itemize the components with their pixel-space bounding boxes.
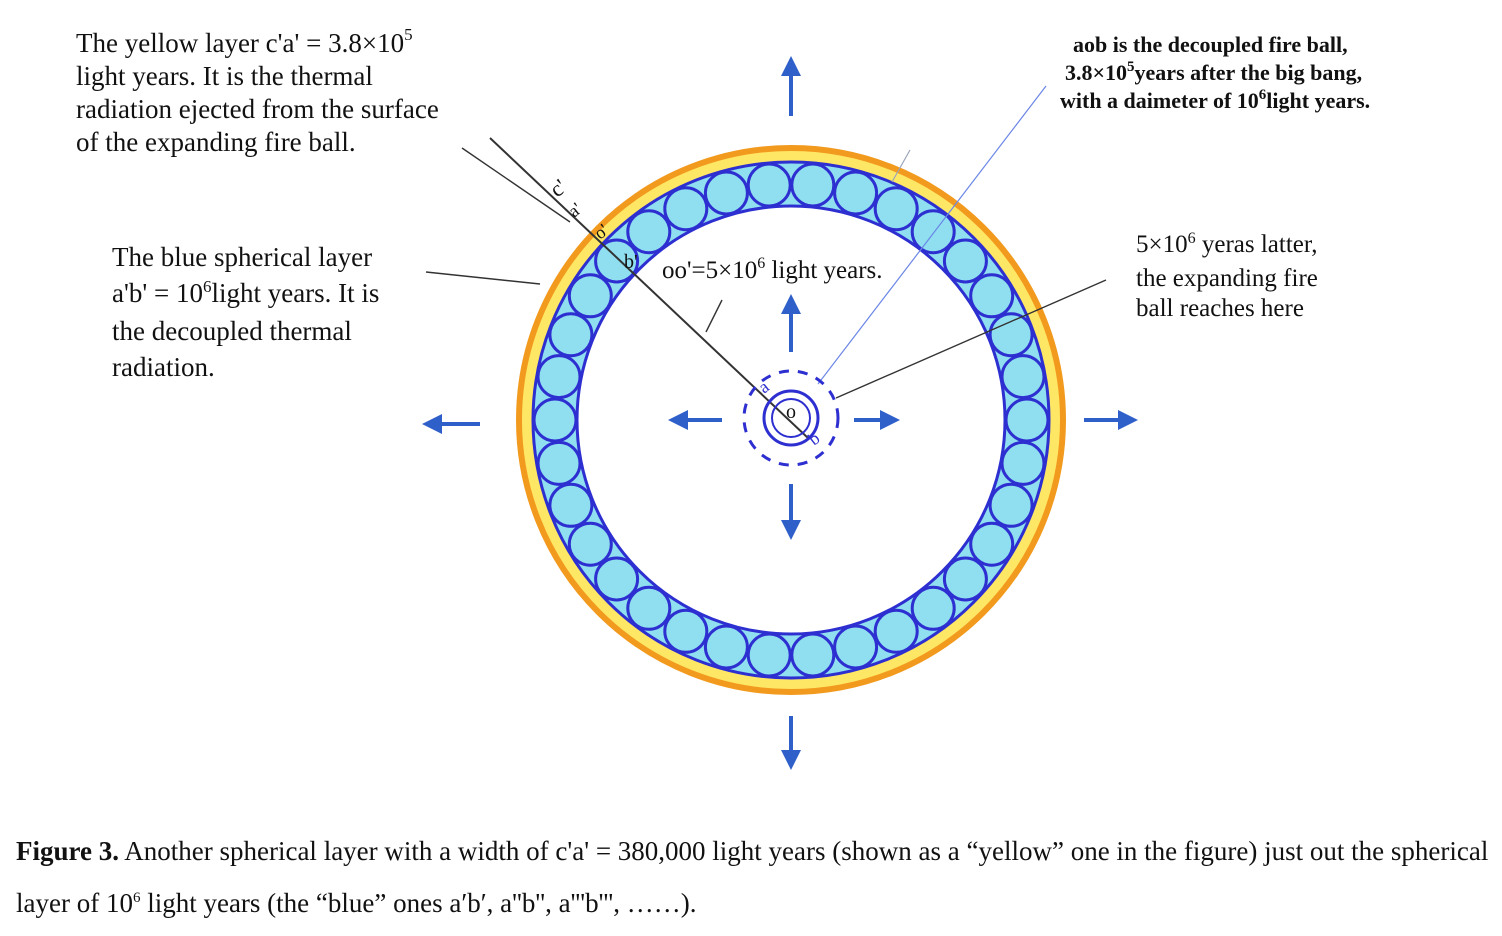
svg-text:The yellow layer c'a' = 3.8×10: The yellow layer c'a' = 3.8×105 xyxy=(76,25,413,58)
caption-superscript: 6 xyxy=(132,890,141,906)
fireball-note: aob is the decoupled fire ball, 3.8×105y… xyxy=(1060,32,1370,113)
central-fireball-outer xyxy=(762,389,820,447)
svg-text:ball reaches here: ball reaches here xyxy=(1136,295,1304,322)
blue-bubble xyxy=(833,624,879,670)
caption-text-2: light years (the “blue” ones a′b′, a''b'… xyxy=(140,888,697,918)
svg-text:radiation ejected from the sur: radiation ejected from the surface xyxy=(76,94,439,124)
blue-bubble xyxy=(746,632,792,678)
blue-bubble xyxy=(626,585,672,631)
blue-bubble xyxy=(910,585,956,631)
blue-bubble xyxy=(548,482,594,528)
svg-text:radiation.: radiation. xyxy=(112,352,215,382)
yellow-layer-note: The yellow layer c'a' = 3.8×105 light ye… xyxy=(76,25,439,157)
blue-bubble xyxy=(703,624,749,670)
blue-bubble xyxy=(594,238,640,284)
svg-text:a'b' = 106light years. It is: a'b' = 106light years. It is xyxy=(112,277,379,308)
central-fireball-dashed xyxy=(742,369,840,467)
blue-bubble xyxy=(746,162,792,208)
central-fireball-inner xyxy=(771,398,811,438)
blue-bubble xyxy=(942,238,988,284)
blue-bubble xyxy=(663,608,709,654)
distance-label: oo'=5×106 light years. xyxy=(662,255,883,284)
point-label-c-prime: c' xyxy=(545,174,571,202)
figure-caption: Figure 3. Another spherical layer with a… xyxy=(16,828,1496,927)
blue-bubble xyxy=(988,482,1034,528)
svg-text:5×106 yeras latter,: 5×106 yeras latter, xyxy=(1136,230,1317,258)
blue-bubble xyxy=(942,556,988,602)
svg-text:the expanding fire: the expanding fire xyxy=(1136,265,1318,292)
blue-bubble xyxy=(567,273,613,319)
figure-label: Figure 3. xyxy=(16,836,119,866)
blue-bubble xyxy=(969,521,1015,567)
svg-text:of the expanding fire ball.: of the expanding fire ball. xyxy=(76,127,356,157)
blue-layer-note: The blue spherical layer a'b' = 106light… xyxy=(112,242,379,382)
blue-bubble xyxy=(532,397,578,443)
inner-region xyxy=(575,204,1007,636)
blue-bubble-ring xyxy=(532,162,1050,678)
leader-line-yellow-note xyxy=(461,147,571,223)
caption-text-1: Another spherical layer with a width of … xyxy=(16,836,1489,918)
svg-text:with a daimeter of 106light ye: with a daimeter of 106light years. xyxy=(1060,87,1370,113)
blue-bubble xyxy=(988,312,1034,358)
blue-bubble xyxy=(1000,354,1046,400)
point-label-o: o xyxy=(786,401,796,423)
blue-bubble xyxy=(536,354,582,400)
blue-bubble xyxy=(536,440,582,486)
guide-line-upper-right xyxy=(891,149,911,183)
blue-bubble xyxy=(567,521,613,567)
leader-line-expand-note xyxy=(835,279,1107,399)
blue-bubble xyxy=(790,162,836,208)
blue-bubble xyxy=(663,186,709,232)
guide-line-fireball xyxy=(817,85,1047,385)
blue-bubble xyxy=(703,170,749,216)
blue-bubble xyxy=(594,556,640,602)
expanding-fireball-diagram: c' a' o' b' o a b oo'=5×106 light years.… xyxy=(76,25,1370,770)
blue-bubble xyxy=(548,312,594,358)
point-label-b-prime: b' xyxy=(624,251,638,273)
svg-text:The blue spherical layer: The blue spherical layer xyxy=(112,242,372,272)
svg-text:the decoupled thermal: the decoupled thermal xyxy=(112,316,352,346)
blue-bubble xyxy=(626,209,672,255)
svg-text:light years. It is the therma: light years. It is the thermal xyxy=(76,61,373,91)
blue-bubble xyxy=(1004,397,1050,443)
point-label-a-prime: a' xyxy=(564,198,585,221)
blue-bubble xyxy=(790,632,836,678)
svg-text:3.8×105years after the big ban: 3.8×105years after the big bang, xyxy=(1065,59,1362,85)
blue-bubble xyxy=(873,608,919,654)
leader-line-blue-note xyxy=(425,271,541,285)
blue-bubble xyxy=(910,209,956,255)
expansion-note: 5×106 yeras latter, the expanding fire b… xyxy=(1136,230,1318,322)
blue-bubble xyxy=(833,170,879,216)
blue-bubble xyxy=(1000,440,1046,486)
leader-line-distance xyxy=(705,299,723,333)
svg-text:aob is the decoupled fire ball: aob is the decoupled fire ball, xyxy=(1073,32,1348,57)
blue-bubble xyxy=(969,273,1015,319)
blue-bubble xyxy=(873,186,919,232)
